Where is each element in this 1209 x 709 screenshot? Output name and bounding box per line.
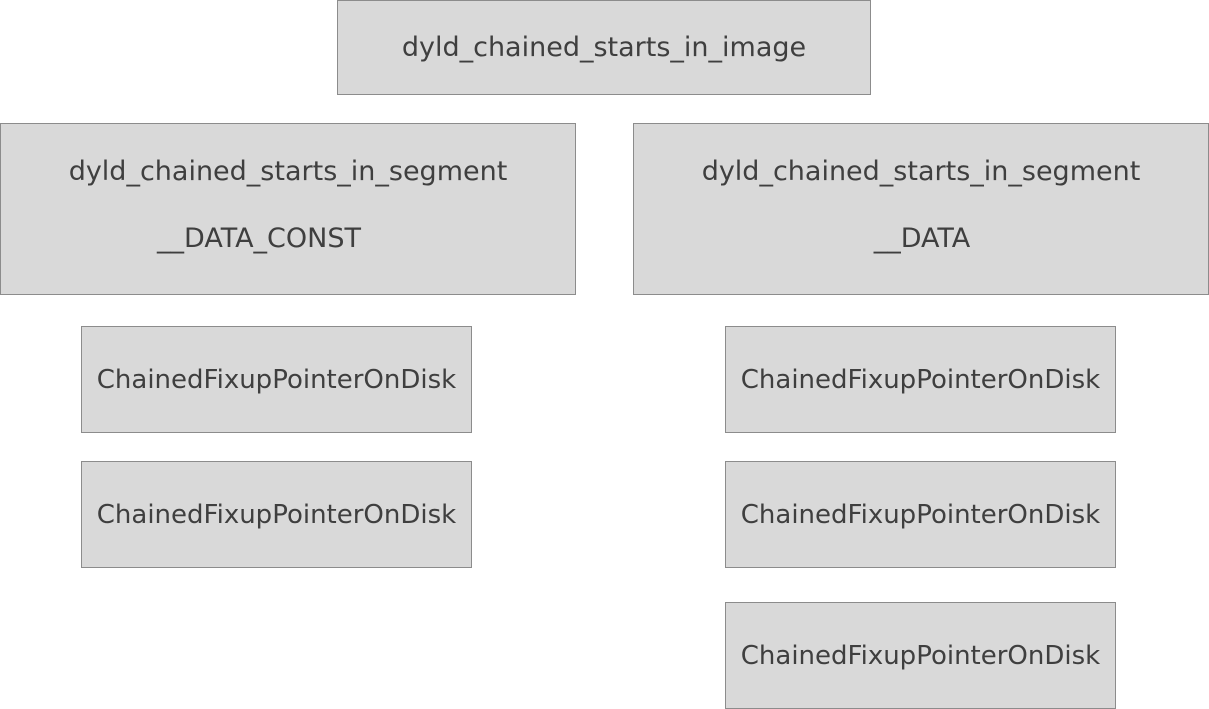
- starts-in-image-box: dyld_chained_starts_in_image: [337, 0, 871, 95]
- fixup-pointer-box: ChainedFixupPointerOnDisk: [725, 602, 1116, 709]
- fixup-pointer-label: ChainedFixupPointerOnDisk: [96, 364, 457, 395]
- fixup-pointer-box: ChainedFixupPointerOnDisk: [725, 326, 1116, 433]
- fixup-pointer-box: ChainedFixupPointerOnDisk: [81, 461, 472, 568]
- fixup-pointer-label: ChainedFixupPointerOnDisk: [740, 364, 1101, 395]
- segment-box-data: dyld_chained_starts_in_segment __DATA: [633, 123, 1209, 295]
- fixup-pointer-label: ChainedFixupPointerOnDisk: [740, 640, 1101, 671]
- fixup-pointer-box: ChainedFixupPointerOnDisk: [725, 461, 1116, 568]
- segment-box-data-const: dyld_chained_starts_in_segment __DATA_CO…: [0, 123, 576, 295]
- starts-in-image-label: dyld_chained_starts_in_image: [401, 31, 807, 63]
- fixup-pointer-label: ChainedFixupPointerOnDisk: [96, 499, 457, 530]
- fixup-pointer-box: ChainedFixupPointerOnDisk: [81, 326, 472, 433]
- segment-name: __DATA: [873, 223, 971, 254]
- fixup-pointer-label: ChainedFixupPointerOnDisk: [740, 499, 1101, 530]
- segment-name: __DATA_CONST: [157, 223, 361, 254]
- segment-title: dyld_chained_starts_in_segment: [68, 156, 508, 187]
- segment-title: dyld_chained_starts_in_segment: [701, 156, 1141, 187]
